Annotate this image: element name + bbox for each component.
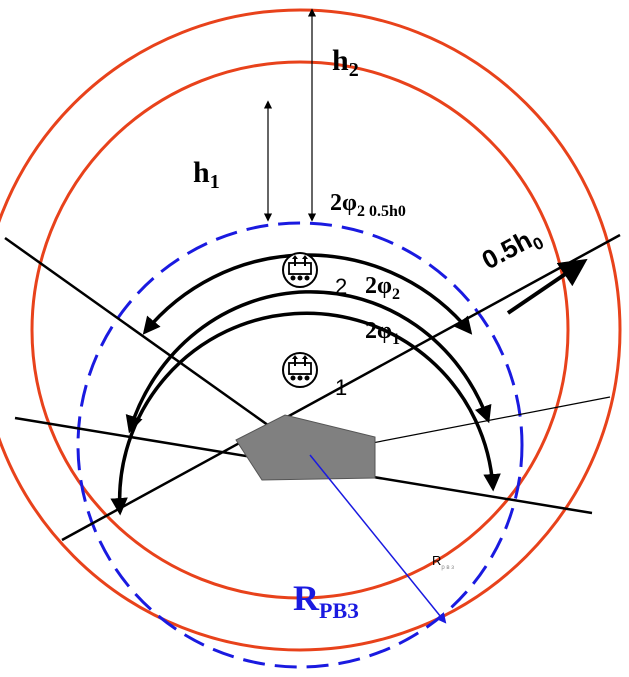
- label-2phi2-05h0: 2φ2 0.5h0: [330, 190, 406, 220]
- label-r-pvz: RРВЗ: [293, 578, 359, 623]
- label-half-h0: 0.5h0: [477, 220, 547, 279]
- marker-label-2: 2: [335, 274, 347, 299]
- label-2phi1: 2φ1: [365, 318, 400, 348]
- half-h0-arrow: [506, 258, 588, 315]
- label-h2: h2: [332, 44, 359, 81]
- radius-line: [309, 454, 447, 624]
- vehicle-marker-icon: [282, 252, 318, 288]
- outer-circle-h2: [0, 8, 622, 652]
- marker-label-1: 1: [335, 375, 347, 400]
- label-h1: h1: [193, 156, 220, 193]
- label-r-small: Rр в з: [432, 553, 454, 571]
- vehicle-marker-icon: [282, 352, 318, 388]
- label-2phi2: 2φ2: [365, 273, 400, 303]
- arc-middle: [125, 290, 492, 434]
- sector-line-left: [4, 236, 311, 457]
- dashed-circle-05h0: [76, 221, 524, 669]
- outer-circle-h1: [30, 60, 570, 600]
- object-polygon: [235, 414, 376, 481]
